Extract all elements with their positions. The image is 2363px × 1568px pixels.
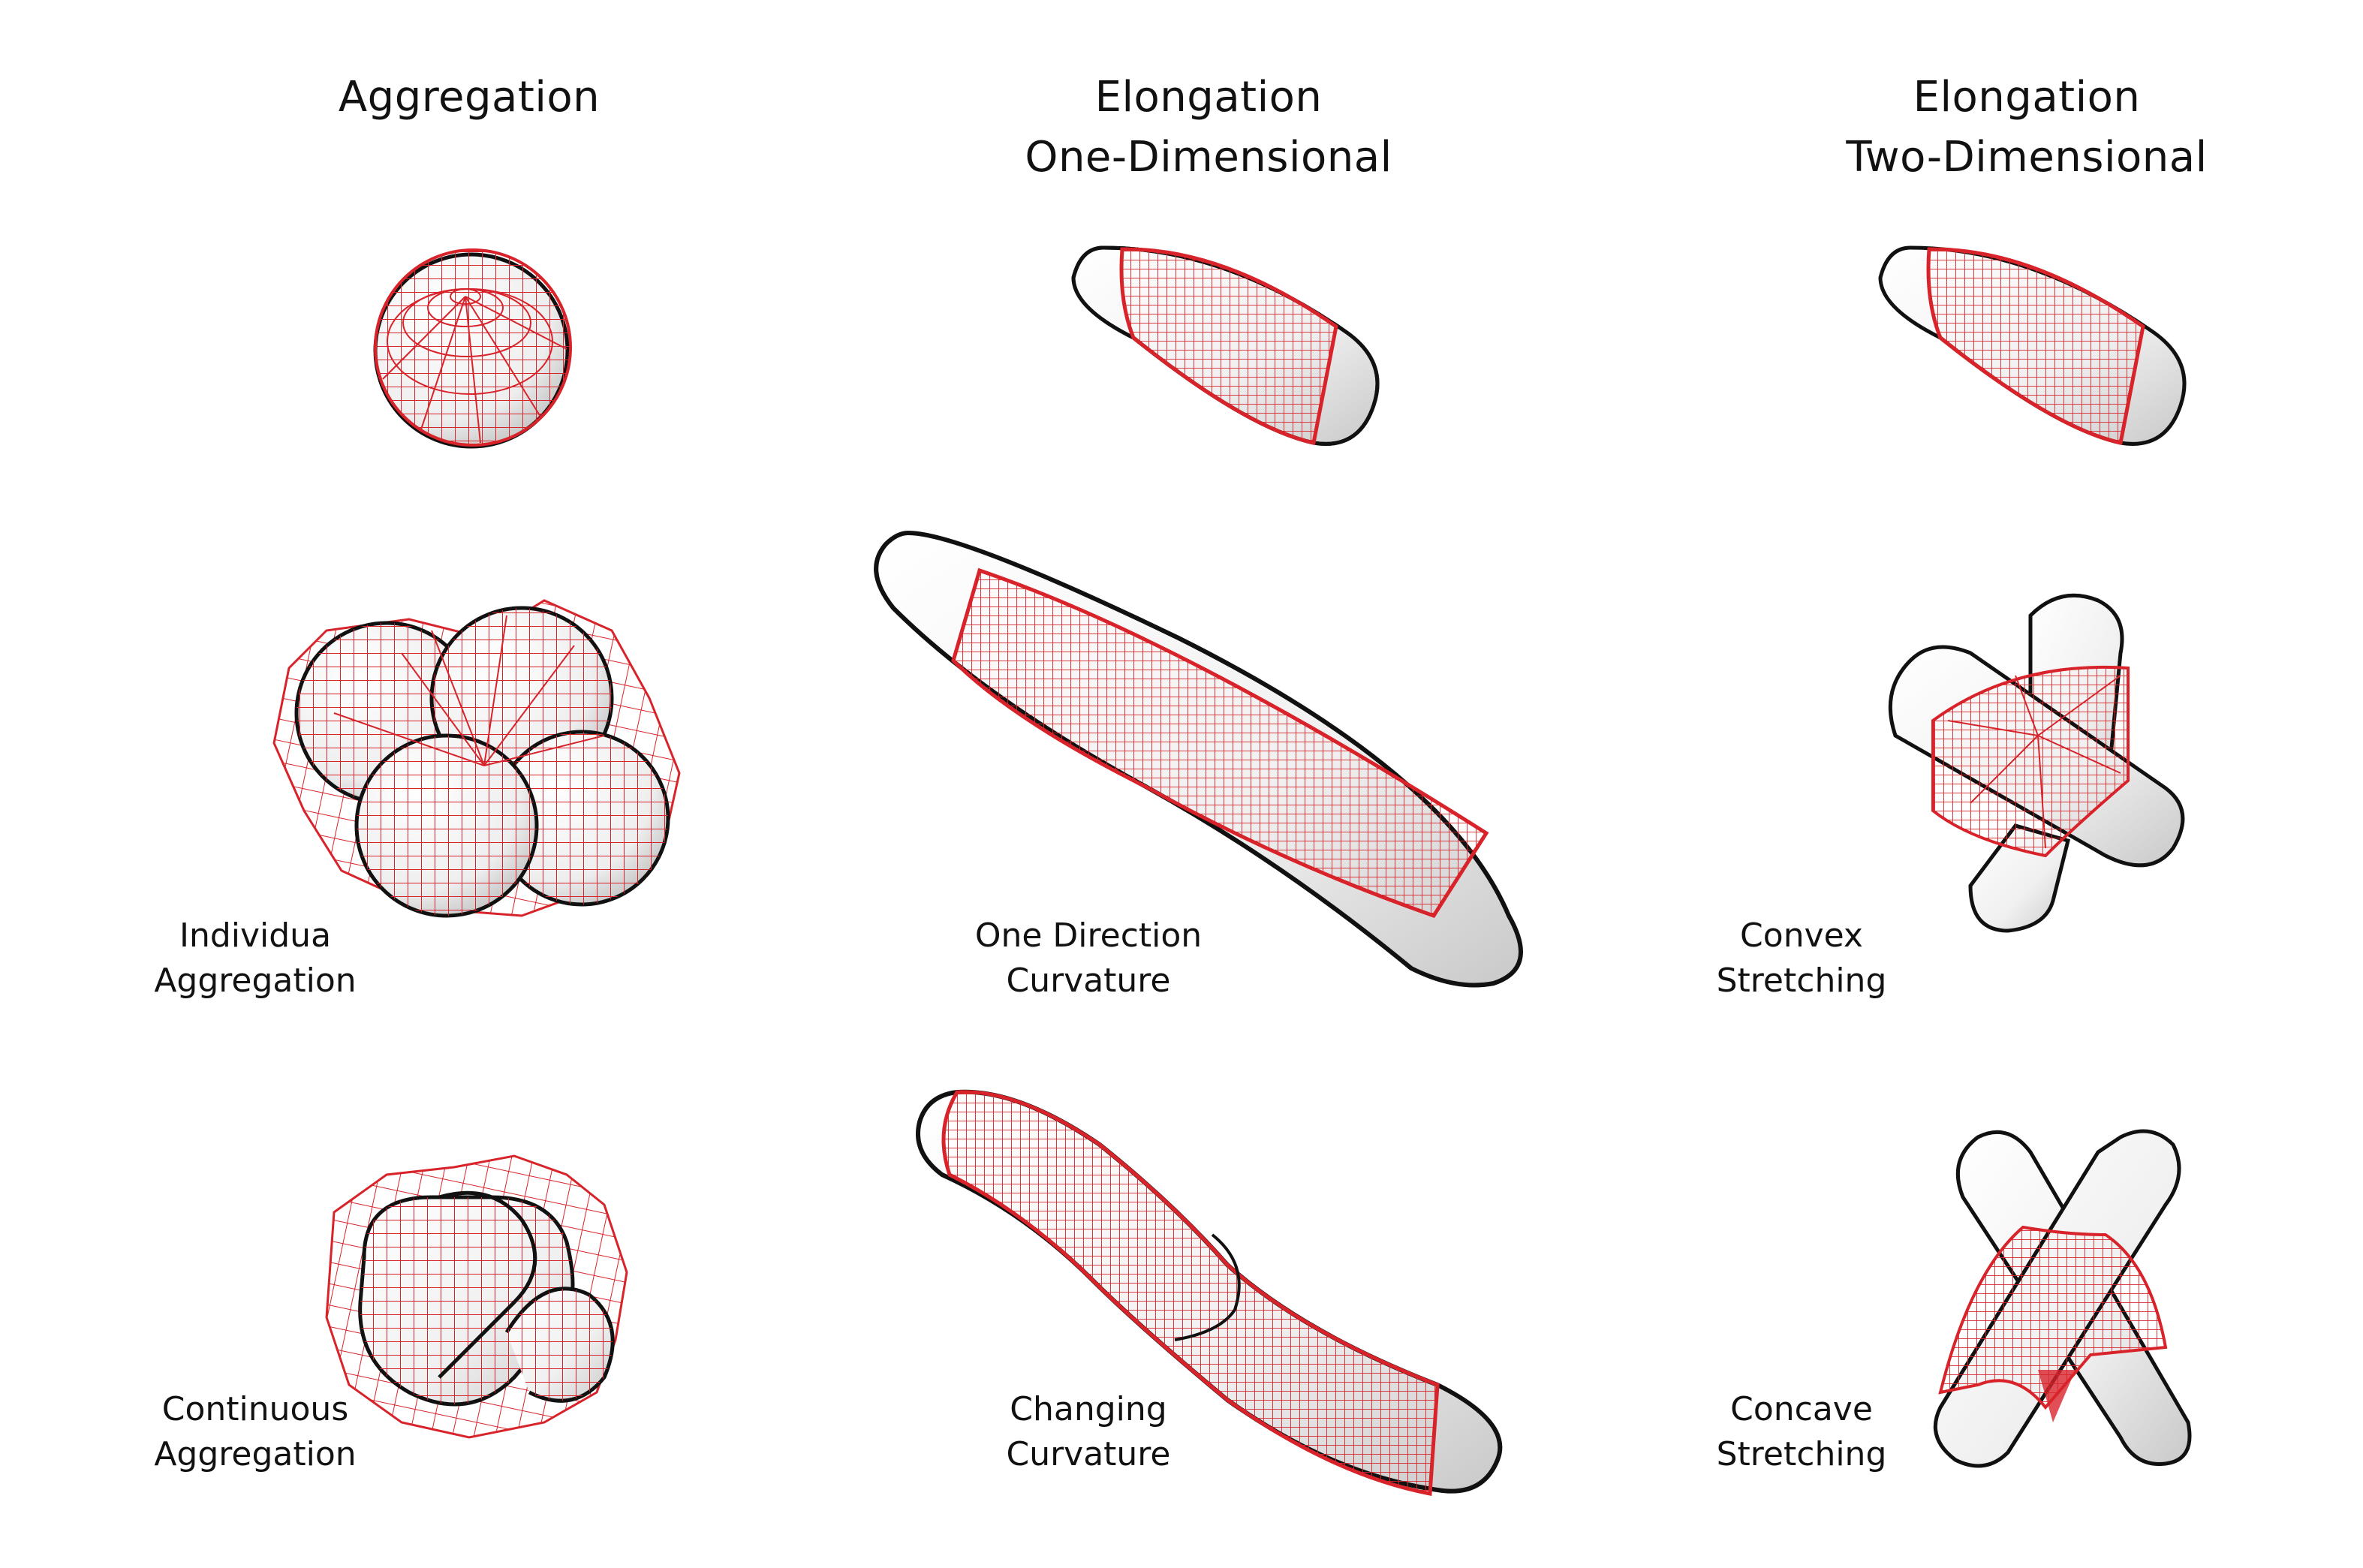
- individual-aggregation-mesh: [272, 599, 681, 918]
- convex-stretching-mesh: [1888, 593, 2185, 933]
- caption-changing-curvature: Changing Curvature: [976, 1387, 1201, 1477]
- short-capsule-mesh: [1071, 245, 1380, 446]
- continuous-aggregation-mesh: [325, 1154, 628, 1439]
- caption-line: Aggregation: [154, 1435, 357, 1473]
- column-title-aggregation: Aggregation: [315, 68, 623, 128]
- title-line: Two-Dimensional: [1846, 133, 2208, 182]
- title-line: Elongation: [1094, 73, 1323, 122]
- caption-line: Individua: [179, 916, 332, 955]
- caption-line: Curvature: [1006, 1435, 1171, 1473]
- one-direction-capsule-mesh: [874, 530, 1523, 988]
- title-line: Elongation: [1913, 73, 2141, 122]
- caption-convex-stretching: Convex Stretching: [1689, 913, 1914, 1004]
- caption-one-direction-curvature: One Direction Curvature: [946, 913, 1231, 1004]
- caption-line: One Direction: [974, 916, 1203, 955]
- concave-stretching-mesh: [1933, 1129, 2192, 1468]
- column-title-elongation-2d: Elongation Two-Dimensional: [1817, 68, 2237, 188]
- caption-line: Aggregation: [154, 962, 357, 1000]
- caption-line: Continuous: [161, 1390, 349, 1428]
- caption-continuous-aggregation: Continuous Aggregation: [143, 1387, 368, 1477]
- title-line: Aggregation: [338, 73, 601, 122]
- column-title-elongation-1d: Elongation One-Dimensional: [998, 68, 1419, 188]
- caption-line: Stretching: [1716, 1435, 1887, 1473]
- caption-line: Convex: [1740, 916, 1863, 955]
- caption-individual-aggregation: Individua Aggregation: [143, 913, 368, 1004]
- short-capsule-2d-mesh: [1878, 245, 2187, 446]
- caption-concave-stretching: Concave Stretching: [1689, 1387, 1914, 1477]
- caption-line: Stretching: [1716, 962, 1887, 1000]
- changing-curvature-capsule-mesh: [916, 1089, 1503, 1496]
- sphere-mesh: [373, 248, 572, 449]
- caption-line: Changing: [1010, 1390, 1167, 1428]
- caption-line: Curvature: [1006, 962, 1171, 1000]
- title-line: One-Dimensional: [1025, 133, 1392, 182]
- caption-line: Concave: [1730, 1390, 1873, 1428]
